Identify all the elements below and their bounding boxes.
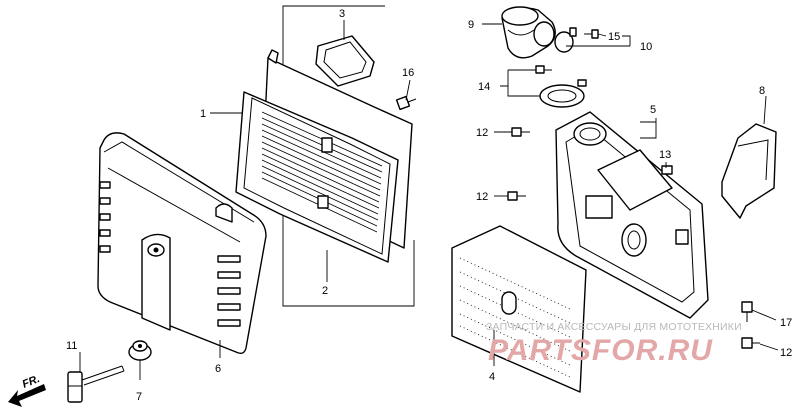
watermark-caption: ЗАПЧАСТИ И АКСЕССУАРЫ ДЛЯ МОТОТЕХНИКИ <box>486 321 742 333</box>
tube-band-upper <box>554 27 577 53</box>
screw-12-middle <box>507 191 526 201</box>
callout-12-lower: 12 <box>780 347 792 359</box>
front-arrow-icon <box>8 384 46 407</box>
front-direction-indicator: FR. <box>8 373 46 407</box>
callout-7: 7 <box>136 391 142 403</box>
callout-11: 11 <box>66 340 77 352</box>
bracket-8 <box>721 123 777 219</box>
callout-13: 13 <box>659 149 671 161</box>
callout-3: 3 <box>339 8 345 20</box>
screw-12-upper <box>511 127 530 137</box>
callout-10: 10 <box>640 41 652 53</box>
callout-5: 5 <box>650 104 656 116</box>
band-screw-15 <box>584 29 599 39</box>
callout-12-upper: 12 <box>476 127 488 139</box>
callout-12-middle: 12 <box>476 191 488 203</box>
callout-17: 17 <box>780 317 792 329</box>
callout-16: 16 <box>402 67 414 79</box>
callout-1: 1 <box>200 108 206 120</box>
rubber-grommet <box>128 340 152 361</box>
watermark: ЗАПЧАСТИ И АКСЕССУАРЫ ДЛЯ МОТОТЕХНИКИ PA… <box>486 321 742 367</box>
tube-band-lower <box>539 79 587 108</box>
callout-numbers: 1 2 3 4 5 6 7 8 9 10 11 12 12 12 13 14 1… <box>66 8 792 403</box>
filter-screen <box>451 225 587 393</box>
callout-14: 14 <box>478 81 490 93</box>
air-cleaner-case <box>555 111 709 319</box>
element-gasket <box>315 35 375 87</box>
cover-screw <box>67 365 125 403</box>
cover-vent-slots <box>99 181 241 327</box>
watermark-logo: PARTSFOR.RU <box>488 334 713 367</box>
air-filter-element <box>235 49 413 263</box>
screw-17 <box>741 301 753 322</box>
callout-9: 9 <box>468 19 474 31</box>
callout-4: 4 <box>489 371 495 383</box>
connecting-tube <box>501 6 556 59</box>
callout-6: 6 <box>215 363 221 375</box>
callout-8: 8 <box>759 85 765 97</box>
screw-12-lower <box>741 337 760 349</box>
callout-15: 15 <box>608 31 620 43</box>
air-cleaner-cover <box>97 132 267 355</box>
leader-lines <box>79 20 779 380</box>
callout-2: 2 <box>322 285 328 297</box>
band-screw-14 <box>535 65 552 74</box>
